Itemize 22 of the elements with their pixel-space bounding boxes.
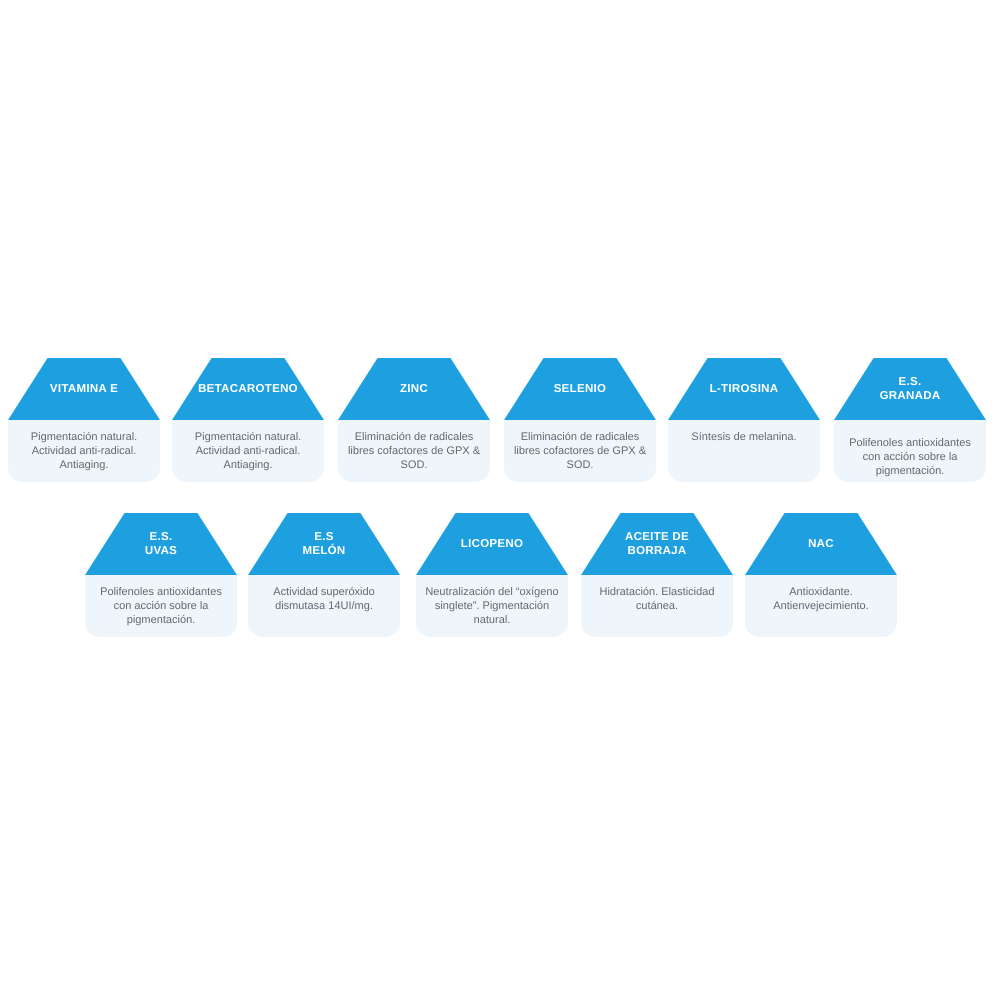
description-panel: Eliminación de radicales libres cofactores de GPX & SOD. [338,420,490,482]
description-panel: Actividad superóxido dismutasa 14UI/mg. [248,575,400,637]
heading-trapezoid: L-TIROSINA [668,358,820,420]
description-panel: Antioxidante. Antienvejecimiento. [745,575,897,637]
heading-trapezoid: BETACAROTENO [172,358,324,420]
heading-trapezoid: LICOPENO [416,513,568,575]
heading-trapezoid: E.S. UVAS [85,513,237,575]
description-panel: Polifenoles antioxidantes con acción sobre la pigmentación. [834,420,986,482]
heading-trapezoid: E.S MELÓN [248,513,400,575]
heading-trapezoid: E.S. GRANADA [834,358,986,420]
description-panel: Hidratación. Elasticidad cutánea. [581,575,733,637]
heading-trapezoid: ZINC [338,358,490,420]
description-panel: Eliminación de radicales libres cofactores de GPX & SOD. [504,420,656,482]
description-panel: Pigmentación natural. Actividad anti-radical. Antiaging. [8,420,160,482]
description-panel: Polifenoles antioxidantes con acción sobre la pigmentación. [85,575,237,637]
description-panel: Síntesis de melanina. [668,420,820,482]
heading-trapezoid: VITAMINA E [8,358,160,420]
heading-trapezoid: SELENIO [504,358,656,420]
description-panel: Pigmentación natural. Actividad anti-radical. Antiaging. [172,420,324,482]
description-panel: Neutralización del “oxígeno singlete”. Pigmentación natural. [416,575,568,637]
heading-trapezoid: ACEITE DE BORRAJA [581,513,733,575]
heading-trapezoid: NAC [745,513,897,575]
